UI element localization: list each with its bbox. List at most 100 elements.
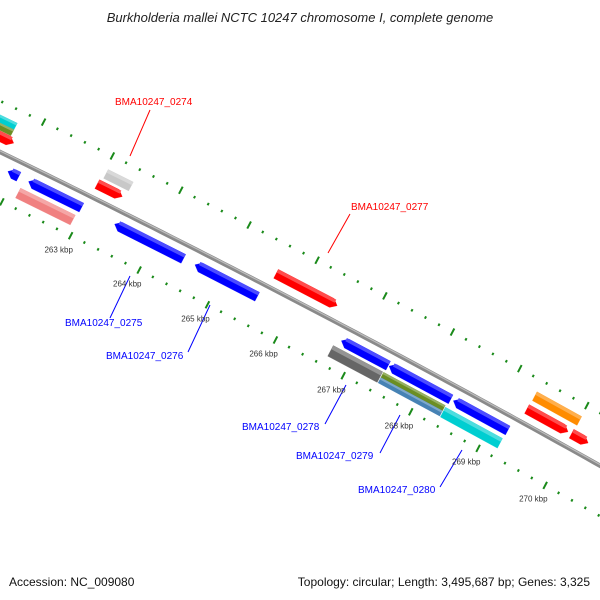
- minor-tick-outer: [531, 374, 535, 378]
- feature-steel-blue-highlight: [379, 377, 443, 413]
- feature-gray[interactable]: [103, 169, 134, 192]
- major-tick-inner: [0, 197, 5, 206]
- gene-BMA10247-0278[interactable]: [327, 345, 383, 383]
- minor-tick-inner: [355, 381, 359, 385]
- minor-tick-outer: [491, 352, 495, 356]
- reverse-gene[interactable]: [341, 338, 391, 371]
- feature-pink-shape: [15, 187, 76, 226]
- minor-tick-inner: [382, 395, 386, 399]
- forward-gene[interactable]: [0, 118, 14, 146]
- reverse-gene-shape: [453, 399, 511, 436]
- gene-label-0276[interactable]: BMA10247_0276: [106, 351, 184, 362]
- tick-label: 268 kbp: [384, 421, 414, 431]
- feature-steel-blue[interactable]: [377, 377, 443, 417]
- minor-tick-inner: [583, 506, 587, 510]
- major-tick-outer: [382, 291, 388, 300]
- major-tick-outer: [584, 401, 590, 410]
- feature-cyan[interactable]: [0, 105, 18, 130]
- minor-tick-outer: [274, 237, 278, 241]
- minor-tick-inner: [164, 282, 168, 286]
- major-tick-inner: [408, 407, 414, 416]
- minor-tick-outer: [28, 113, 32, 117]
- minor-tick-outer: [558, 389, 562, 393]
- gene-BMA10247-0280[interactable]: [440, 407, 503, 449]
- minor-tick-inner: [55, 227, 59, 231]
- forward-gene-highlight: [0, 130, 13, 141]
- tick-label: 263 kbp: [44, 245, 73, 255]
- gene-BMA10247-0279-highlight: [382, 372, 446, 408]
- feature-tracks: [0, 105, 589, 449]
- gene-BMA10247-0275[interactable]: [114, 221, 186, 264]
- minor-tick-inner: [328, 366, 332, 371]
- minor-tick-inner: [14, 206, 18, 211]
- feature-pink[interactable]: [15, 187, 76, 226]
- minor-tick-outer: [545, 381, 549, 386]
- minor-tick-inner: [219, 310, 223, 314]
- major-tick-outer: [178, 186, 184, 195]
- reverse-gene[interactable]: [7, 168, 22, 182]
- reverse-gene[interactable]: [453, 398, 511, 436]
- minor-tick-inner: [436, 424, 440, 428]
- gene-label-0277[interactable]: BMA10247_0277: [351, 202, 429, 213]
- minor-tick-inner: [287, 345, 291, 349]
- minor-tick-outer: [356, 279, 360, 284]
- gene-BMA10247-0275-highlight: [118, 221, 186, 258]
- minor-tick-inner: [123, 261, 127, 265]
- minor-tick-inner: [41, 220, 45, 224]
- minor-tick-outer: [165, 181, 169, 185]
- gene-label-0275[interactable]: BMA10247_0275: [65, 318, 143, 329]
- minor-tick-inner: [178, 289, 182, 293]
- leader-line-0278: [324, 384, 347, 425]
- label-leader-lines: [109, 109, 463, 488]
- reverse-gene-highlight: [32, 178, 84, 207]
- tick-label: 266 kbp: [249, 349, 278, 359]
- gene-label-0279[interactable]: BMA10247_0279: [296, 451, 374, 462]
- major-tick-outer: [246, 221, 252, 230]
- minor-tick-outer: [396, 301, 400, 305]
- gene-label-0280[interactable]: BMA10247_0280: [358, 485, 436, 496]
- tick-label: 269 kbp: [452, 457, 481, 467]
- minor-tick-outer: [55, 127, 59, 131]
- reverse-gene-highlight: [11, 168, 22, 176]
- major-tick-outer: [109, 151, 116, 160]
- minor-tick-outer: [124, 161, 128, 165]
- reverse-gene-shape: [388, 364, 454, 404]
- feature-pink-highlight: [18, 188, 76, 219]
- minor-tick-inner: [110, 254, 114, 258]
- forward-gene[interactable]: [524, 404, 569, 434]
- feature-gray-shape: [103, 169, 134, 192]
- gene-label-0278[interactable]: BMA10247_0278: [242, 422, 320, 433]
- minor-tick-outer: [504, 359, 508, 363]
- minor-tick-outer: [437, 323, 441, 327]
- reverse-gene-highlight: [345, 338, 391, 365]
- reverse-gene-shape: [28, 179, 85, 213]
- reverse-gene[interactable]: [388, 363, 454, 404]
- feature-orange[interactable]: [532, 391, 582, 426]
- accession-text: Accession: NC_009080: [9, 575, 135, 589]
- minor-tick-inner: [597, 513, 600, 517]
- minor-tick-outer: [206, 202, 210, 206]
- minor-tick-inner: [463, 439, 467, 443]
- major-tick-inner: [542, 481, 548, 490]
- reverse-gene[interactable]: [28, 178, 85, 213]
- minor-tick-outer: [69, 133, 73, 138]
- reverse-gene-shape: [341, 338, 391, 371]
- forward-gene-highlight: [572, 429, 588, 440]
- leader-line-0274: [129, 109, 151, 157]
- gene-BMA10247-0277[interactable]: [273, 269, 338, 308]
- gene-BMA10247-0274[interactable]: [94, 179, 123, 199]
- minor-tick-inner: [530, 476, 534, 480]
- minor-tick-outer: [369, 287, 373, 291]
- forward-gene[interactable]: [568, 429, 589, 445]
- minor-tick-outer: [193, 195, 197, 199]
- gene-BMA10247-0276-shape: [194, 262, 260, 302]
- gene-label-0274[interactable]: BMA10247_0274: [115, 97, 193, 108]
- gene-BMA10247-0280-shape: [440, 407, 503, 449]
- gene-BMA10247-0276[interactable]: [194, 261, 260, 302]
- leader-line-0279: [379, 414, 401, 454]
- feature-olive-highlight: [0, 122, 15, 132]
- minor-tick-outer: [410, 308, 414, 312]
- minor-tick-outer: [220, 209, 224, 213]
